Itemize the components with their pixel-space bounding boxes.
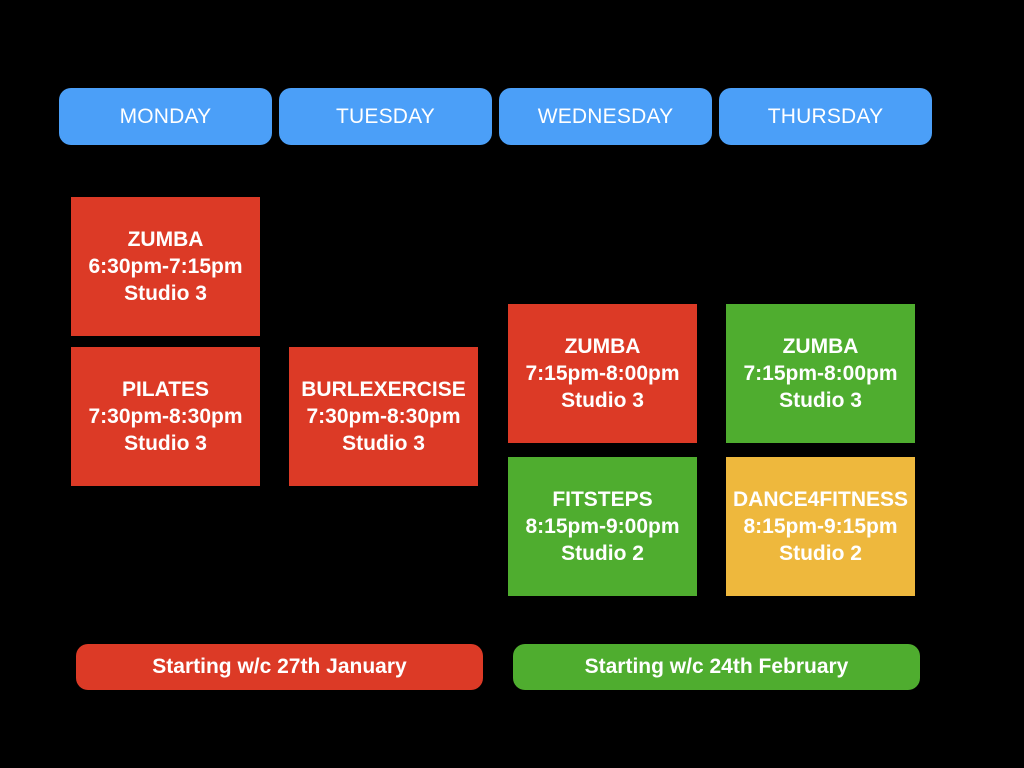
class-room: Studio 3 bbox=[561, 389, 644, 412]
day-header-wednesday: WEDNESDAY bbox=[499, 88, 712, 145]
class-room: Studio 3 bbox=[342, 432, 425, 455]
class-time: 8:15pm-9:15pm bbox=[743, 515, 898, 538]
class-room: Studio 3 bbox=[779, 389, 862, 412]
class-name: PILATES bbox=[121, 378, 210, 401]
class-card-monday-pilates: PILATES 7:30pm-8:30pm Studio 3 bbox=[71, 347, 260, 486]
class-room: Studio 3 bbox=[124, 282, 207, 305]
class-time: 7:15pm-8:00pm bbox=[525, 362, 680, 385]
class-room: Studio 3 bbox=[124, 432, 207, 455]
class-card-tuesday-burlexercise: BURLEXERCISE 7:30pm-8:30pm Studio 3 bbox=[289, 347, 478, 486]
class-name: DANCE4FITNESS bbox=[732, 488, 909, 511]
class-time: 7:15pm-8:00pm bbox=[743, 362, 898, 385]
start-banner-january: Starting w/c 27th January bbox=[76, 644, 483, 690]
class-card-thursday-zumba: ZUMBA 7:15pm-8:00pm Studio 3 bbox=[726, 304, 915, 443]
class-name: FITSTEPS bbox=[552, 488, 653, 511]
class-name: ZUMBA bbox=[782, 335, 859, 358]
class-card-monday-zumba: ZUMBA 6:30pm-7:15pm Studio 3 bbox=[71, 197, 260, 336]
class-name: BURLEXERCISE bbox=[301, 378, 466, 401]
start-banner-february: Starting w/c 24th February bbox=[513, 644, 920, 690]
day-header-thursday: THURSDAY bbox=[719, 88, 932, 145]
class-time: 7:30pm-8:30pm bbox=[88, 405, 243, 428]
class-card-wednesday-zumba: ZUMBA 7:15pm-8:00pm Studio 3 bbox=[508, 304, 697, 443]
class-name: ZUMBA bbox=[127, 228, 204, 251]
class-card-thursday-dance4fitness: DANCE4FITNESS 8:15pm-9:15pm Studio 2 bbox=[726, 457, 915, 596]
class-time: 7:30pm-8:30pm bbox=[306, 405, 461, 428]
class-card-wednesday-fitsteps: FITSTEPS 8:15pm-9:00pm Studio 2 bbox=[508, 457, 697, 596]
class-name: ZUMBA bbox=[564, 335, 641, 358]
class-time: 8:15pm-9:00pm bbox=[525, 515, 680, 538]
class-room: Studio 2 bbox=[779, 542, 862, 565]
class-time: 6:30pm-7:15pm bbox=[88, 255, 243, 278]
day-header-tuesday: TUESDAY bbox=[279, 88, 492, 145]
class-room: Studio 2 bbox=[561, 542, 644, 565]
day-header-monday: MONDAY bbox=[59, 88, 272, 145]
